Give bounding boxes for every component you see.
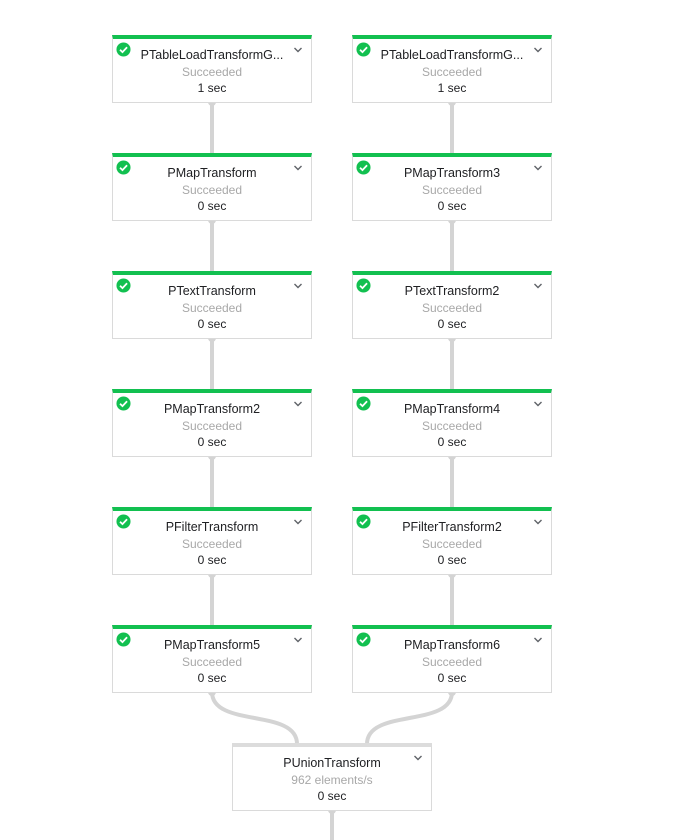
node-time: 0 sec xyxy=(197,317,227,331)
check-circle-icon xyxy=(116,160,131,175)
check-circle-icon xyxy=(356,514,371,529)
node-time: 0 sec xyxy=(197,199,227,213)
node-title: PMapTransform3 xyxy=(403,166,501,180)
node-status: Succeeded xyxy=(181,301,243,315)
node-status: Succeeded xyxy=(181,419,243,433)
node-ptableloadtransform-2[interactable]: PTableLoadTransformG... Succeeded 1 sec xyxy=(352,35,552,103)
chevron-down-icon[interactable] xyxy=(291,279,305,293)
chevron-down-icon[interactable] xyxy=(531,161,545,175)
chevron-down-icon[interactable] xyxy=(291,633,305,647)
check-circle-icon xyxy=(356,396,371,411)
node-pmaptransform6[interactable]: PMapTransform6 Succeeded 0 sec xyxy=(352,625,552,693)
edge xyxy=(210,691,299,745)
node-time: 0 sec xyxy=(197,435,227,449)
check-circle-icon xyxy=(116,396,131,411)
chevron-down-icon[interactable] xyxy=(291,161,305,175)
node-status: Succeeded xyxy=(421,655,483,669)
node-title: PTextTransform2 xyxy=(404,284,500,298)
node-time: 0 sec xyxy=(437,435,467,449)
chevron-down-icon[interactable] xyxy=(291,397,305,411)
check-circle-icon xyxy=(356,278,371,293)
node-status: Succeeded xyxy=(421,537,483,551)
node-ptexttransform2[interactable]: PTextTransform2 Succeeded 0 sec xyxy=(352,271,552,339)
node-title: PTableLoadTransformG... xyxy=(380,48,524,62)
node-puniontransform[interactable]: PUnionTransform 962 elements/s 0 sec xyxy=(232,743,432,811)
node-pmaptransform2[interactable]: PMapTransform2 Succeeded 0 sec xyxy=(112,389,312,457)
node-pmaptransform4[interactable]: PMapTransform4 Succeeded 0 sec xyxy=(352,389,552,457)
node-title: PTableLoadTransformG... xyxy=(140,48,284,62)
node-pfiltertransform2[interactable]: PFilterTransform2 Succeeded 0 sec xyxy=(352,507,552,575)
node-title: PMapTransform2 xyxy=(163,402,261,416)
node-status: 962 elements/s xyxy=(291,773,373,787)
node-time: 1 sec xyxy=(197,81,227,95)
check-circle-icon xyxy=(116,514,131,529)
node-time: 1 sec xyxy=(437,81,467,95)
chevron-down-icon[interactable] xyxy=(291,515,305,529)
node-status: Succeeded xyxy=(421,419,483,433)
node-time: 0 sec xyxy=(437,671,467,685)
node-title: PMapTransform6 xyxy=(403,638,501,652)
node-pmaptransform3[interactable]: PMapTransform3 Succeeded 0 sec xyxy=(352,153,552,221)
node-time: 0 sec xyxy=(197,553,227,567)
node-title: PTextTransform xyxy=(168,284,256,298)
node-status: Succeeded xyxy=(181,655,243,669)
chevron-down-icon[interactable] xyxy=(531,515,545,529)
node-pfiltertransform[interactable]: PFilterTransform Succeeded 0 sec xyxy=(112,507,312,575)
node-title: PUnionTransform xyxy=(283,756,381,770)
check-circle-icon xyxy=(116,42,131,57)
chevron-down-icon[interactable] xyxy=(531,397,545,411)
node-title: PMapTransform4 xyxy=(403,402,501,416)
check-circle-icon xyxy=(356,160,371,175)
node-title: PMapTransform xyxy=(167,166,257,180)
node-time: 0 sec xyxy=(437,199,467,213)
node-time: 0 sec xyxy=(437,553,467,567)
check-circle-icon xyxy=(116,632,131,647)
node-time: 0 sec xyxy=(197,671,227,685)
chevron-down-icon[interactable] xyxy=(531,633,545,647)
chevron-down-icon[interactable] xyxy=(531,43,545,57)
node-title: PFilterTransform xyxy=(165,520,259,534)
edge xyxy=(365,691,454,745)
node-pmaptransform[interactable]: PMapTransform Succeeded 0 sec xyxy=(112,153,312,221)
chevron-down-icon[interactable] xyxy=(531,279,545,293)
node-status: Succeeded xyxy=(181,183,243,197)
node-status: Succeeded xyxy=(181,537,243,551)
node-ptableloadtransform-1[interactable]: PTableLoadTransformG... Succeeded 1 sec xyxy=(112,35,312,103)
node-title: PFilterTransform2 xyxy=(402,520,502,534)
check-circle-icon xyxy=(116,278,131,293)
check-circle-icon xyxy=(356,632,371,647)
node-pmaptransform5[interactable]: PMapTransform5 Succeeded 0 sec xyxy=(112,625,312,693)
node-time: 0 sec xyxy=(437,317,467,331)
node-status: Succeeded xyxy=(421,65,483,79)
node-time: 0 sec xyxy=(317,789,347,803)
node-status: Succeeded xyxy=(421,183,483,197)
node-status: Succeeded xyxy=(421,301,483,315)
check-circle-icon xyxy=(356,42,371,57)
chevron-down-icon[interactable] xyxy=(411,751,425,765)
node-ptexttransform[interactable]: PTextTransform Succeeded 0 sec xyxy=(112,271,312,339)
node-status: Succeeded xyxy=(181,65,243,79)
chevron-down-icon[interactable] xyxy=(291,43,305,57)
node-title: PMapTransform5 xyxy=(163,638,261,652)
